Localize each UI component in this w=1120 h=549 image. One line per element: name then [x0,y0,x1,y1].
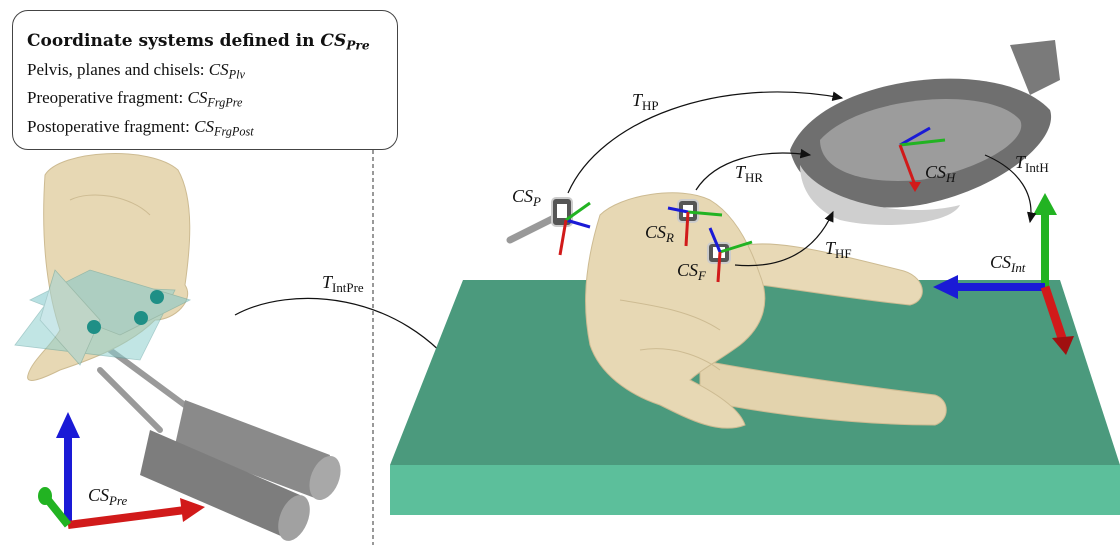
label-cs-r: CSR [645,222,674,248]
label-t-intpre: TIntPre [322,272,364,298]
label-cs-h: CSH [925,162,955,188]
legend-box: Coordinate systems defined in CSPre Pelv… [12,10,398,150]
label-t-hf: THF [825,238,852,264]
label-cs-p: CSP [512,186,541,212]
legend-row-preop: Preoperative fragment: CSFrgPre [27,86,397,115]
legend-title: Coordinate systems defined in CSPre [27,29,397,58]
legend-row-pelvis: Pelvis, planes and chisels: CSPlv [27,58,397,87]
label-cs-int: CSInt [990,252,1025,278]
label-cs-f: CSF [677,260,706,286]
label-t-hr: THR [735,162,763,188]
label-cs-pre: CSPre [88,485,127,511]
legend-row-postop: Postoperative fragment: CSFrgPost [27,115,397,144]
label-t-hp: THP [632,90,659,116]
headset-model [790,40,1060,225]
label-t-inth: TIntH [1015,152,1049,178]
t-intpre-arrow [235,298,463,378]
